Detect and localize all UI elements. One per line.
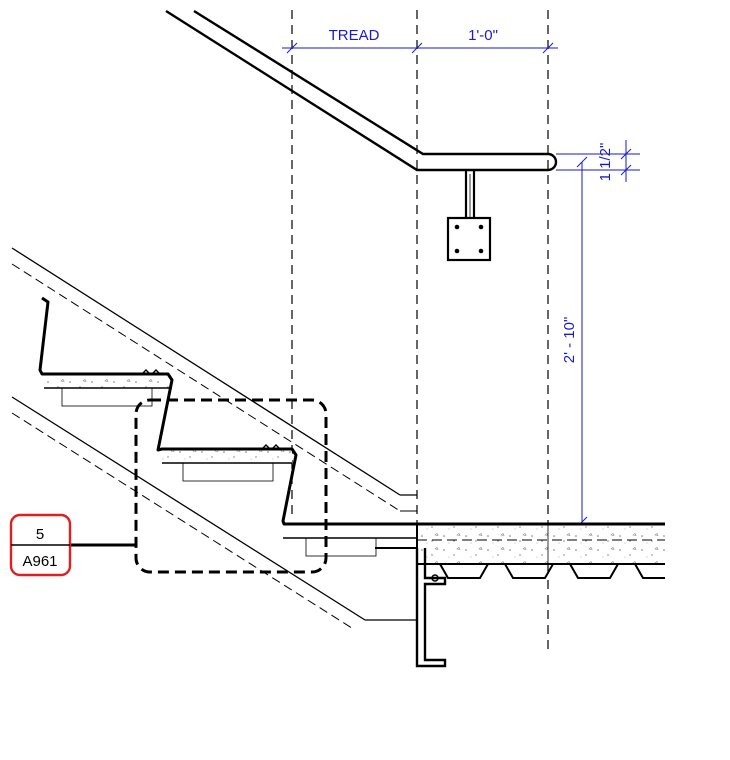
handrail-dimensions: 1 1/2" 2' - 10" [556,140,640,530]
steel-channel [375,547,447,668]
detail-number: 5 [36,526,44,543]
detail-callout-tag[interactable]: 5 A961 [9,513,72,577]
stair-stringer [11,247,418,631]
handrail [165,9,558,262]
wall-bracket-plate [446,216,492,262]
tread-extension-label: 1'-0" [468,27,498,44]
stair-treads [38,296,417,557]
tread-dimension: TREAD 1'-0" [282,27,558,54]
tread-dimension-label: TREAD [329,27,380,44]
sheet-number: A961 [22,553,57,570]
detail-boundary [134,398,328,574]
handrail-height-label: 2' - 10" [561,317,578,364]
handrail-thickness-label: 1 1/2" [597,143,614,182]
landing-slab [416,522,665,579]
